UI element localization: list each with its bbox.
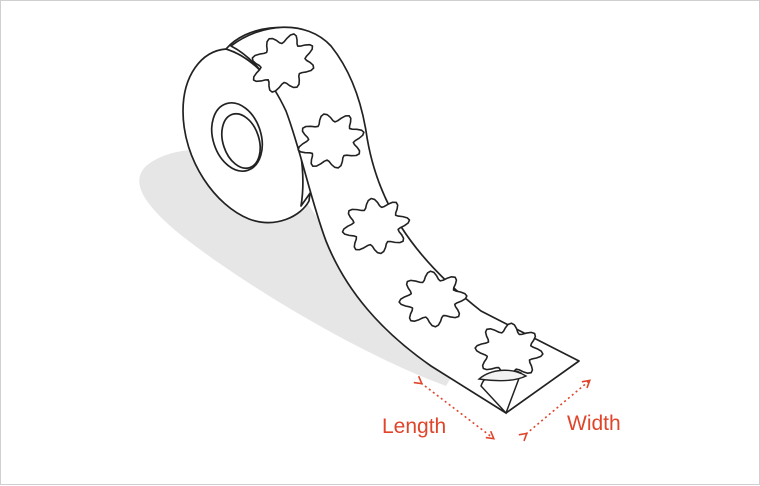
width-label: Width bbox=[567, 412, 621, 435]
sticker-2 bbox=[297, 113, 365, 169]
length-label: Length bbox=[382, 415, 446, 438]
length-arrow bbox=[413, 375, 496, 440]
sticker-group bbox=[251, 33, 544, 380]
label-strip bbox=[230, 26, 580, 414]
sticker-5 bbox=[474, 322, 544, 380]
sticker-1 bbox=[251, 33, 315, 93]
width-arrow bbox=[518, 379, 591, 442]
sticker-3 bbox=[341, 197, 411, 255]
roll-shadow bbox=[139, 149, 456, 386]
roll-core bbox=[210, 102, 264, 172]
sticker-4 bbox=[398, 270, 468, 328]
